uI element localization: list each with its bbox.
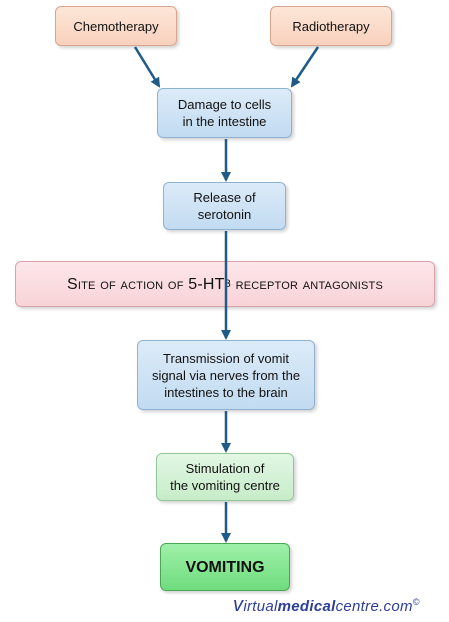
vomiting-centre-node: Stimulation of the vomiting centre [156, 453, 294, 501]
vomiting-node: VOMITING [160, 543, 290, 591]
chemotherapy-node: Chemotherapy [55, 6, 177, 46]
cell-damage-node: Damage to cells in the intestine [157, 88, 292, 138]
arrow-chemo-to-damage [133, 46, 161, 88]
site-of-action-suffix: receptor antagonists [230, 275, 383, 293]
radiotherapy-node: Radiotherapy [270, 6, 392, 46]
serotonin-release-node: Release of serotonin [163, 182, 286, 230]
site-of-action-subscript: 3 [224, 277, 231, 290]
logo-part-centre: centre.com [335, 598, 413, 615]
logo-part-medical: medical [277, 598, 336, 615]
site-of-action-text: Site of action of 5-HT [66, 275, 225, 293]
copyright-mark: © [412, 597, 420, 607]
signal-transmission-node: Transmission of vomit signal via nerves … [137, 340, 315, 410]
logo-initial: v [233, 594, 244, 616]
arrow-radio-to-damage [290, 46, 320, 88]
virtualmedicalcentre-logo: virtualmedicalcentre.com© [233, 594, 420, 617]
logo-part-virtual: irtual [243, 598, 278, 615]
